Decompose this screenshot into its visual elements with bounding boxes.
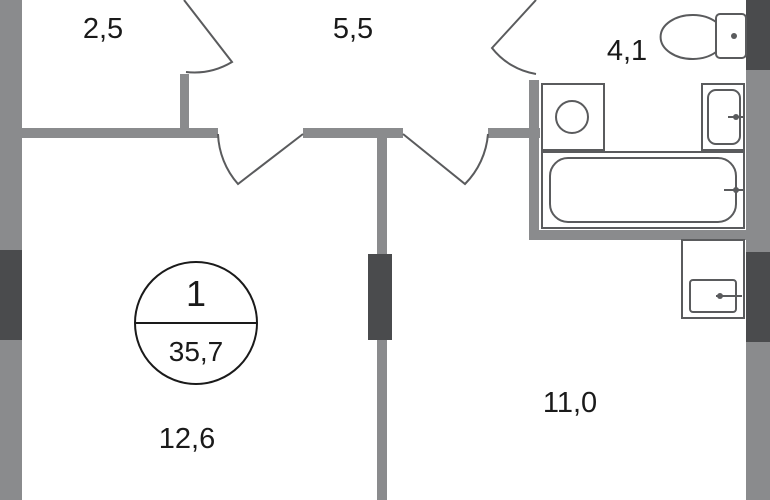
bathroom-sink-icon — [701, 83, 745, 151]
door-bedroom — [217, 133, 304, 186]
toilet-icon — [659, 13, 747, 60]
unit-badge: 1 35,7 — [134, 261, 258, 385]
bathroom-fixtures — [541, 13, 747, 229]
outer-wall-right — [746, 0, 770, 500]
wall-bathroom-bottom — [529, 230, 746, 240]
room-area-kitchen: 11,0 — [543, 387, 597, 419]
room-area-bedroom: 12,6 — [159, 423, 215, 455]
bathtub-icon — [541, 151, 745, 229]
window-mid — [368, 254, 392, 340]
unit-total-area: 35,7 — [169, 336, 224, 367]
wall-bathroom-left — [529, 80, 539, 240]
door-kitchen — [402, 133, 489, 186]
wall-upper-horizontal-mid — [303, 128, 403, 138]
door-closet — [183, 0, 234, 74]
window-blocks — [0, 0, 770, 342]
window-left — [0, 250, 22, 340]
room-area-hallway: 5,5 — [333, 13, 373, 45]
window-right — [746, 252, 770, 342]
wall-upper-horizontal-right — [488, 128, 540, 138]
kitchen-sink-icon — [681, 239, 745, 319]
door-bathroom — [490, 0, 537, 75]
room-area-closet: 2,5 — [83, 13, 123, 45]
doors — [183, 0, 537, 186]
room-area-bathroom: 4,1 — [607, 35, 647, 67]
window-right-top — [746, 0, 770, 70]
washing-machine-icon — [541, 83, 605, 151]
wall-upper-horizontal-left — [22, 128, 218, 138]
unit-number: 1 — [186, 273, 206, 314]
wall-closet-partition — [180, 74, 189, 130]
